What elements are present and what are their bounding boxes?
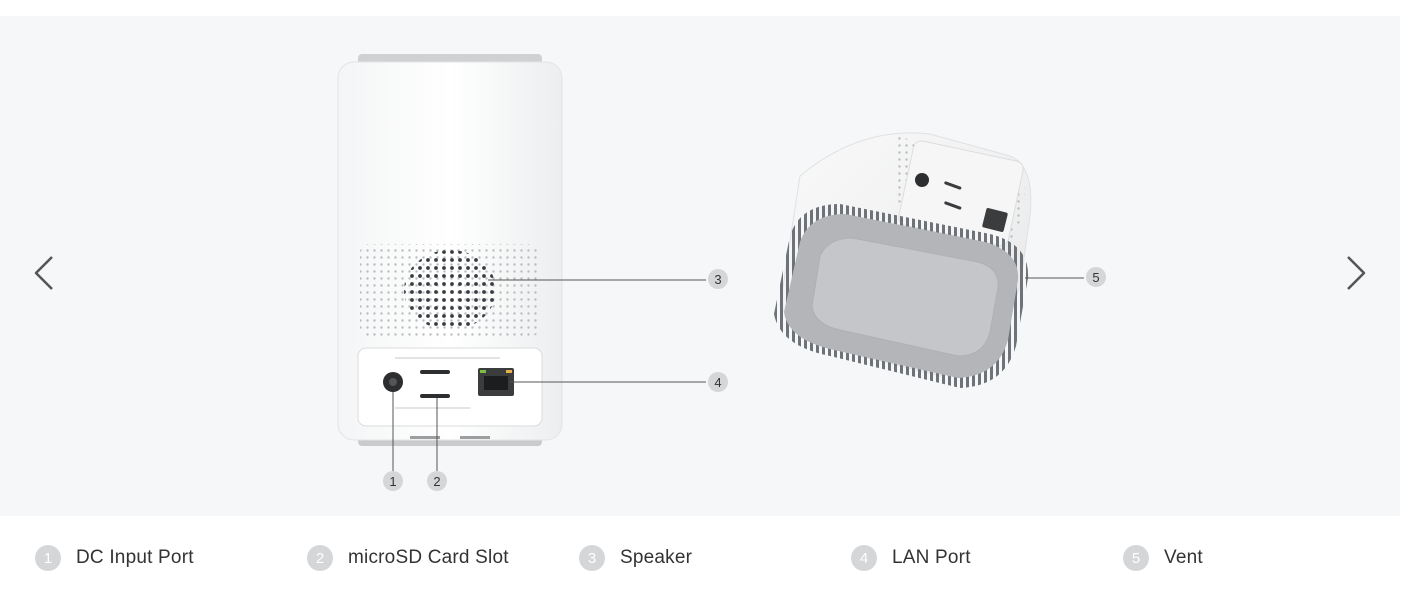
chevron-right-icon[interactable]: [1336, 248, 1376, 298]
chevron-left-icon[interactable]: [24, 248, 64, 298]
legend-item-vent: 5 Vent: [1123, 540, 1203, 576]
device-back-view: [337, 54, 563, 446]
legend-label: LAN Port: [892, 547, 971, 568]
legend-item-dc-input-port: 1 DC Input Port: [35, 540, 194, 576]
legend-label: microSD Card Slot: [348, 547, 509, 568]
device-bottom-view: [774, 132, 1032, 388]
legend-number: 4: [851, 545, 877, 571]
callout-marker-5: 5: [1086, 267, 1106, 287]
callout-marker-2: 2: [427, 471, 447, 491]
legend-number: 5: [1123, 545, 1149, 571]
legend-label: Speaker: [620, 547, 693, 568]
callout-marker-1: 1: [383, 471, 403, 491]
callout-legend: 1 DC Input Port 2 microSD Card Slot 3 Sp…: [0, 540, 1415, 580]
device-illustration: [337, 54, 1084, 471]
legend-number: 3: [579, 545, 605, 571]
legend-label: Vent: [1164, 547, 1203, 568]
legend-number: 1: [35, 545, 61, 571]
legend-item-microsd-card-slot: 2 microSD Card Slot: [307, 540, 509, 576]
callout-marker-4: 4: [708, 372, 728, 392]
legend-item-lan-port: 4 LAN Port: [851, 540, 971, 576]
product-diagram-stage: 1 2 3 4 5: [0, 16, 1400, 516]
legend-label: DC Input Port: [76, 547, 194, 568]
callout-marker-3: 3: [708, 269, 728, 289]
legend-number: 2: [307, 545, 333, 571]
legend-item-speaker: 3 Speaker: [579, 540, 692, 576]
